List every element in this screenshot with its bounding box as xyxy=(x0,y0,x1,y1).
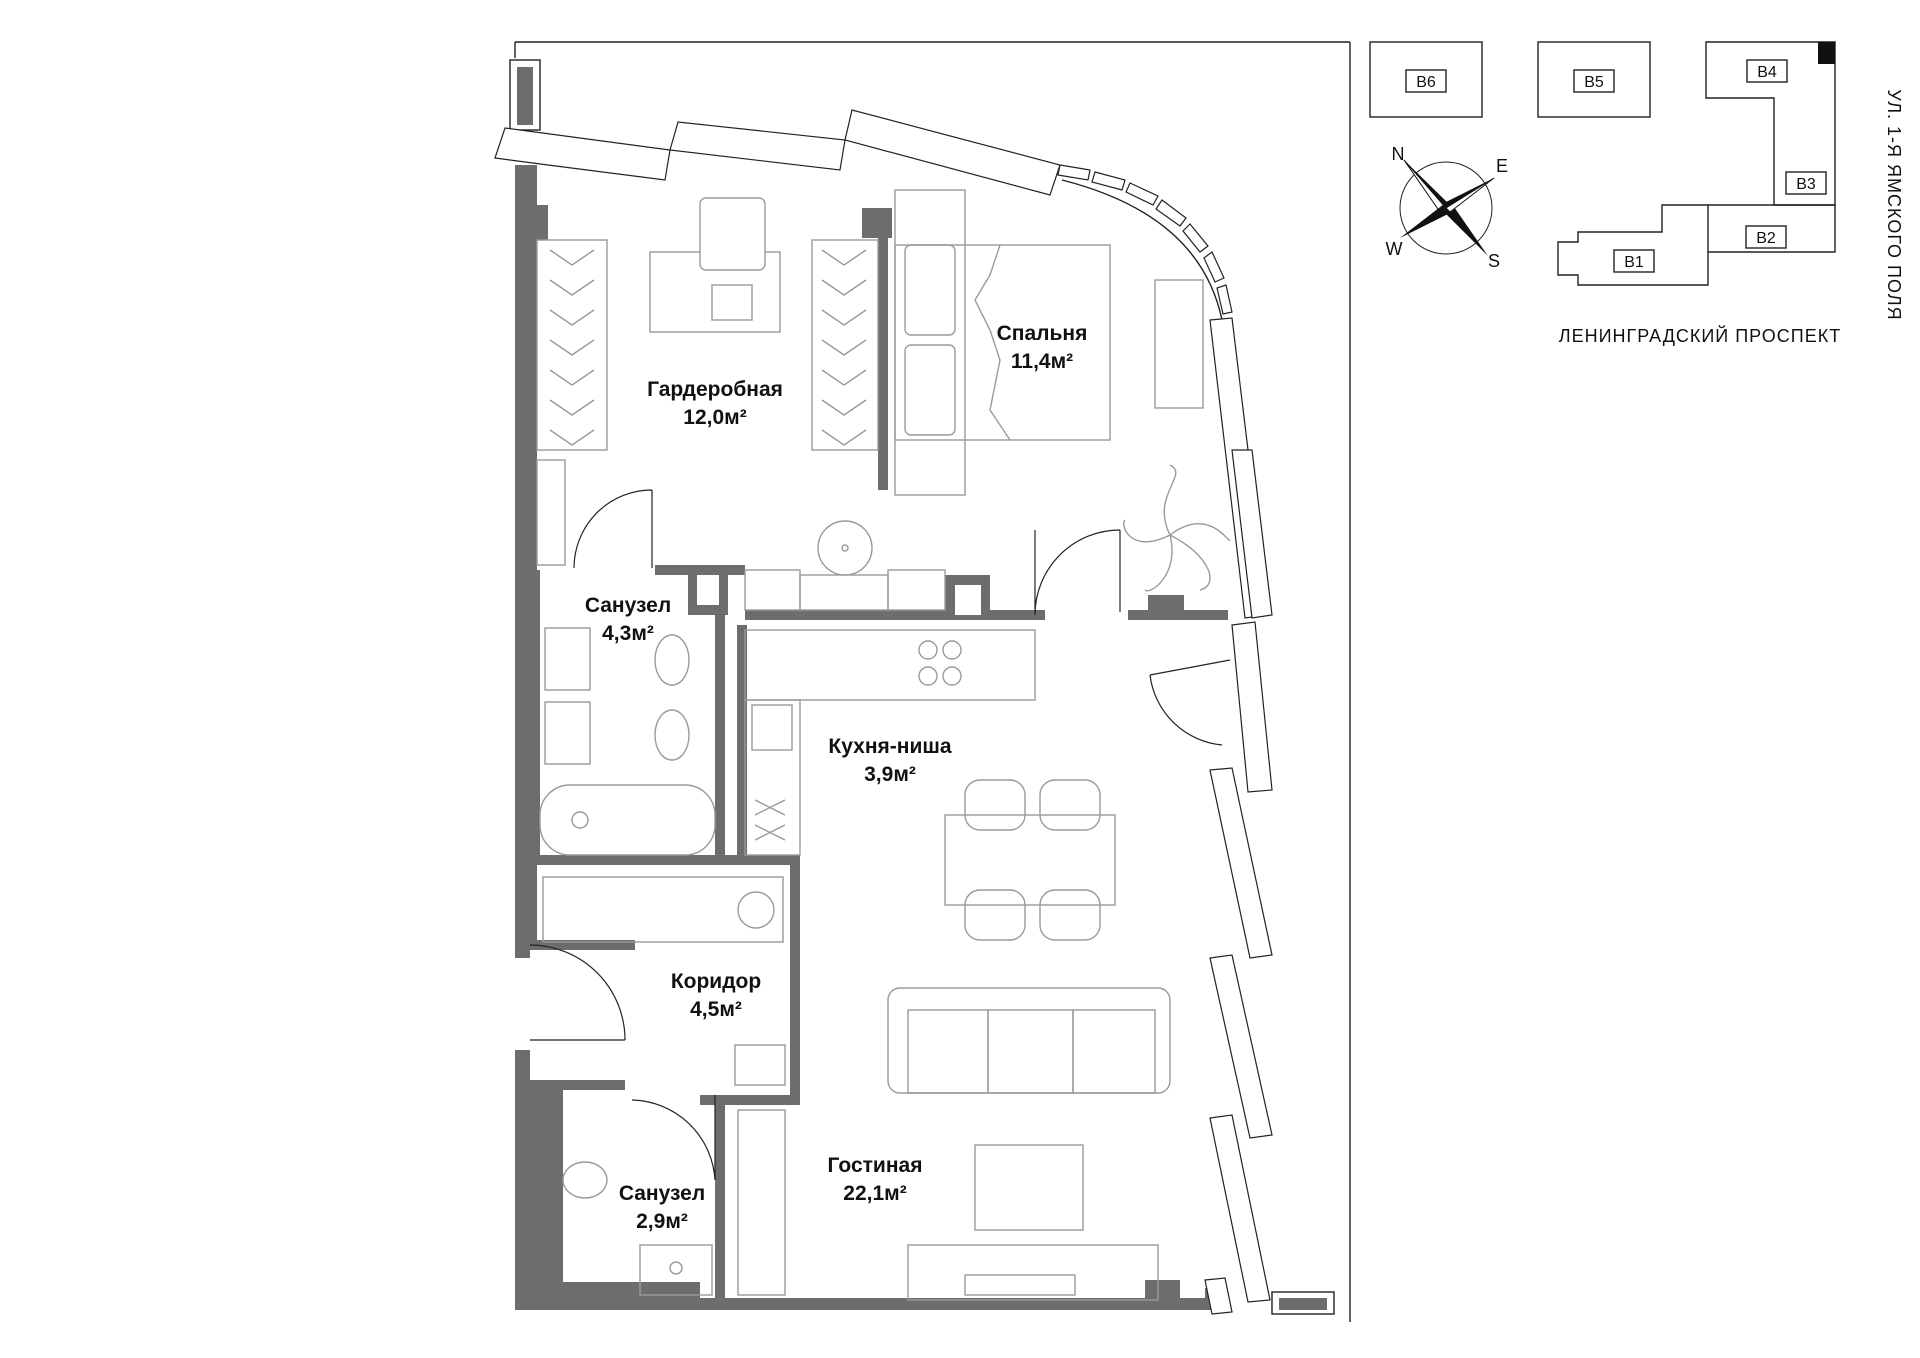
site-plan: B6 B5 B4 B3 B2 B1 ЛЕНИНГРАДСКИЙ ПРОСПЕКТ… xyxy=(1369,41,1904,346)
building-label-b5: B5 xyxy=(1584,74,1604,91)
bathroom2-furniture xyxy=(562,1161,713,1296)
building-b5 xyxy=(1537,41,1651,118)
building-label-b2: B2 xyxy=(1756,230,1776,247)
bathroom1-furniture xyxy=(539,627,716,856)
room-name-bathroom2: Санузел xyxy=(619,1182,705,1205)
room-area-bathroom1: 4,3м² xyxy=(602,622,654,645)
building-b2-b1 xyxy=(1557,204,1836,286)
plot-border xyxy=(514,41,1351,1322)
building-label-b6: B6 xyxy=(1416,74,1436,91)
bedroom-furniture xyxy=(894,189,1231,592)
street-label-bottom: ЛЕНИНГРАДСКИЙ ПРОСПЕКТ xyxy=(1559,325,1841,346)
room-area-wardrobe: 12,0м² xyxy=(683,406,746,429)
room-label-wardrobe: Гардеробная 12,0м² xyxy=(647,378,783,429)
room-area-bathroom2: 2,9м² xyxy=(636,1210,688,1233)
room-label-kitchen: Кухня-ниша 3,9м² xyxy=(828,735,951,786)
living-furniture xyxy=(542,779,1171,1301)
room-area-bedroom: 11,4м² xyxy=(1011,350,1073,373)
wardrobe-furniture xyxy=(536,197,879,576)
kitchen-furniture xyxy=(744,569,1036,856)
room-name-bathroom1: Санузел xyxy=(585,594,671,617)
compass-n: N xyxy=(1392,144,1405,164)
room-area-corridor: 4,5м² xyxy=(690,998,742,1021)
room-label-living: Гостиная 22,1м² xyxy=(828,1154,923,1205)
top-facade-windows xyxy=(494,109,1273,1315)
room-label-bathroom1: Санузел 4,3м² xyxy=(585,594,671,645)
interior-walls xyxy=(530,208,1228,1310)
room-area-kitchen: 3,9м² xyxy=(864,763,916,786)
doors xyxy=(529,489,1231,1181)
room-label-bedroom: Спальня 11,4м² xyxy=(997,322,1088,373)
compass: N E S W xyxy=(1386,144,1509,271)
room-label-corridor: Коридор 4,5м² xyxy=(671,970,761,1021)
room-name-bedroom: Спальня xyxy=(997,322,1088,345)
room-label-bathroom2: Санузел 2,9м² xyxy=(619,1182,705,1233)
street-label-right: УЛ. 1-Я ЯМСКОГО ПОЛЯ xyxy=(1884,89,1904,320)
compass-s: S xyxy=(1488,251,1500,271)
room-name-corridor: Коридор xyxy=(671,970,761,993)
building-label-b3: B3 xyxy=(1796,176,1816,193)
exterior-walls xyxy=(509,59,1335,1315)
room-name-living: Гостиная xyxy=(828,1154,923,1177)
room-area-living: 22,1м² xyxy=(843,1182,906,1205)
room-name-kitchen: Кухня-ниша xyxy=(828,735,951,758)
building-b6 xyxy=(1369,41,1483,118)
compass-e: E xyxy=(1496,156,1508,176)
room-name-wardrobe: Гардеробная xyxy=(647,378,783,401)
building-label-b1: B1 xyxy=(1624,254,1644,271)
building-label-b4: B4 xyxy=(1757,64,1777,81)
compass-w: W xyxy=(1386,239,1403,259)
